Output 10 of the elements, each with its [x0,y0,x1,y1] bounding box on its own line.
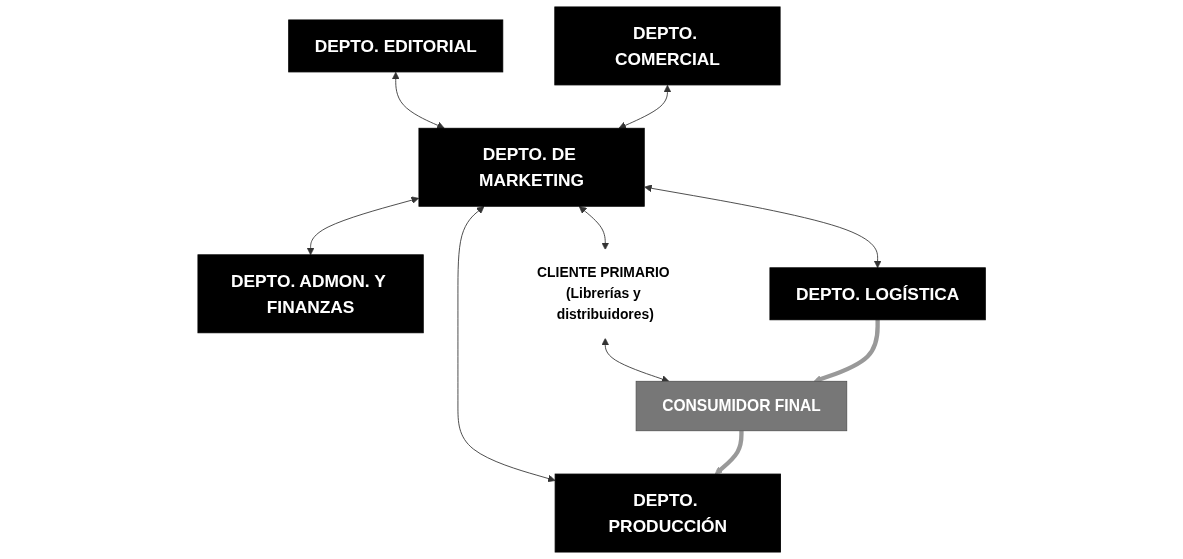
arrow [714,430,744,475]
node-box: DEPTO. LOGÍSTICA [769,267,986,321]
node-box: DEPTO. ADMON. Y FINANZAS [197,254,424,334]
node-box: CONSUMIDOR FINAL [635,380,848,432]
arrow [813,319,880,383]
node-box: DEPTO. PRODUCCIÓN [554,473,781,553]
node-text: CLIENTE PRIMARIO (Librerías y distribuidores) [536,265,670,322]
node-box: DEPTO. DE MARKETING [418,127,645,207]
node-box: DEPTO. EDITORIAL [288,19,504,73]
node-box: DEPTO. COMERCIAL [554,6,781,86]
